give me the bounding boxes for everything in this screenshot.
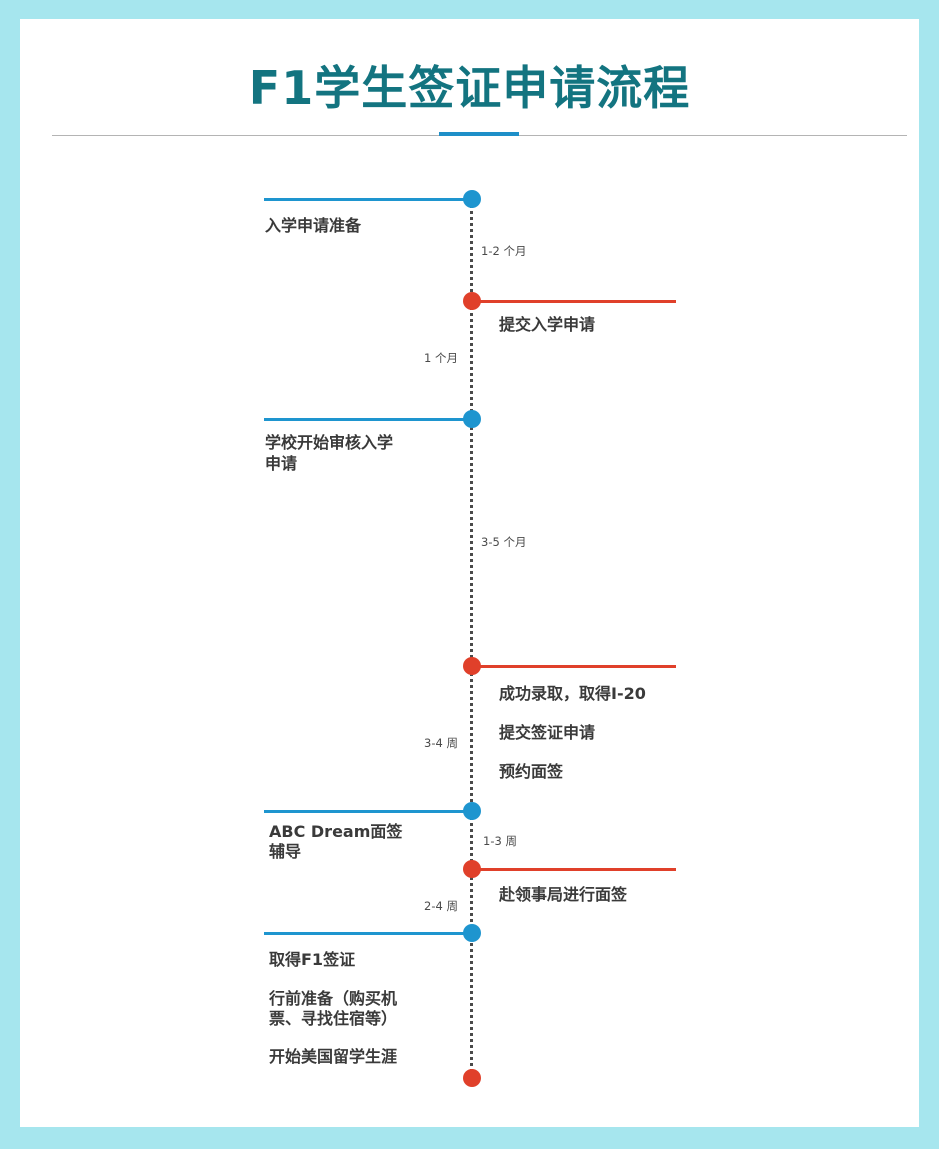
timeline-bar-6 (472, 868, 676, 871)
step-label: 入学申请准备 (265, 216, 362, 235)
timeline-node-2 (463, 292, 481, 310)
timeline-node-1 (463, 190, 481, 208)
timeline-node-7 (463, 924, 481, 942)
duration-label: 1-2 个月 (481, 244, 527, 258)
timeline-bar-4 (472, 665, 676, 668)
timeline-bar-1 (264, 198, 472, 201)
timeline-bar-5 (264, 810, 472, 813)
step-label: 票、寻找住宿等） (269, 1009, 398, 1028)
step-label: 取得F1签证 (269, 950, 356, 969)
step-label: 行前准备（购买机 (269, 989, 398, 1008)
duration-label: 1 个月 (424, 351, 458, 365)
timeline-node-5 (463, 802, 481, 820)
step-label: 成功录取，取得I-20 (499, 684, 646, 703)
timeline-end-node (463, 1069, 481, 1087)
timeline-spine (470, 198, 473, 1078)
step-label: 预约面签 (499, 762, 564, 781)
title-divider-accent (439, 132, 519, 136)
page-title: F1学生签证申请流程 (248, 61, 691, 115)
step-label: 申请 (265, 454, 298, 473)
timeline-bar-7 (264, 932, 472, 935)
timeline-node-4 (463, 657, 481, 675)
duration-label: 1-3 周 (483, 834, 517, 848)
step-label: 提交入学申请 (499, 315, 596, 334)
duration-label: 3-4 周 (424, 736, 458, 750)
step-label: 开始美国留学生涯 (269, 1047, 398, 1066)
step-label: 学校开始审核入学 (265, 433, 394, 452)
duration-label: 3-5 个月 (481, 535, 527, 549)
timeline-node-6 (463, 860, 481, 878)
timeline-bar-2 (472, 300, 676, 303)
duration-label: 2-4 周 (424, 899, 458, 913)
step-label: 提交签证申请 (499, 723, 596, 742)
timeline-node-3 (463, 410, 481, 428)
step-label: 辅导 (269, 842, 302, 861)
step-label: ABC Dream面签 (269, 822, 403, 841)
step-label: 赴领事局进行面签 (499, 885, 628, 904)
timeline-bar-3 (264, 418, 472, 421)
